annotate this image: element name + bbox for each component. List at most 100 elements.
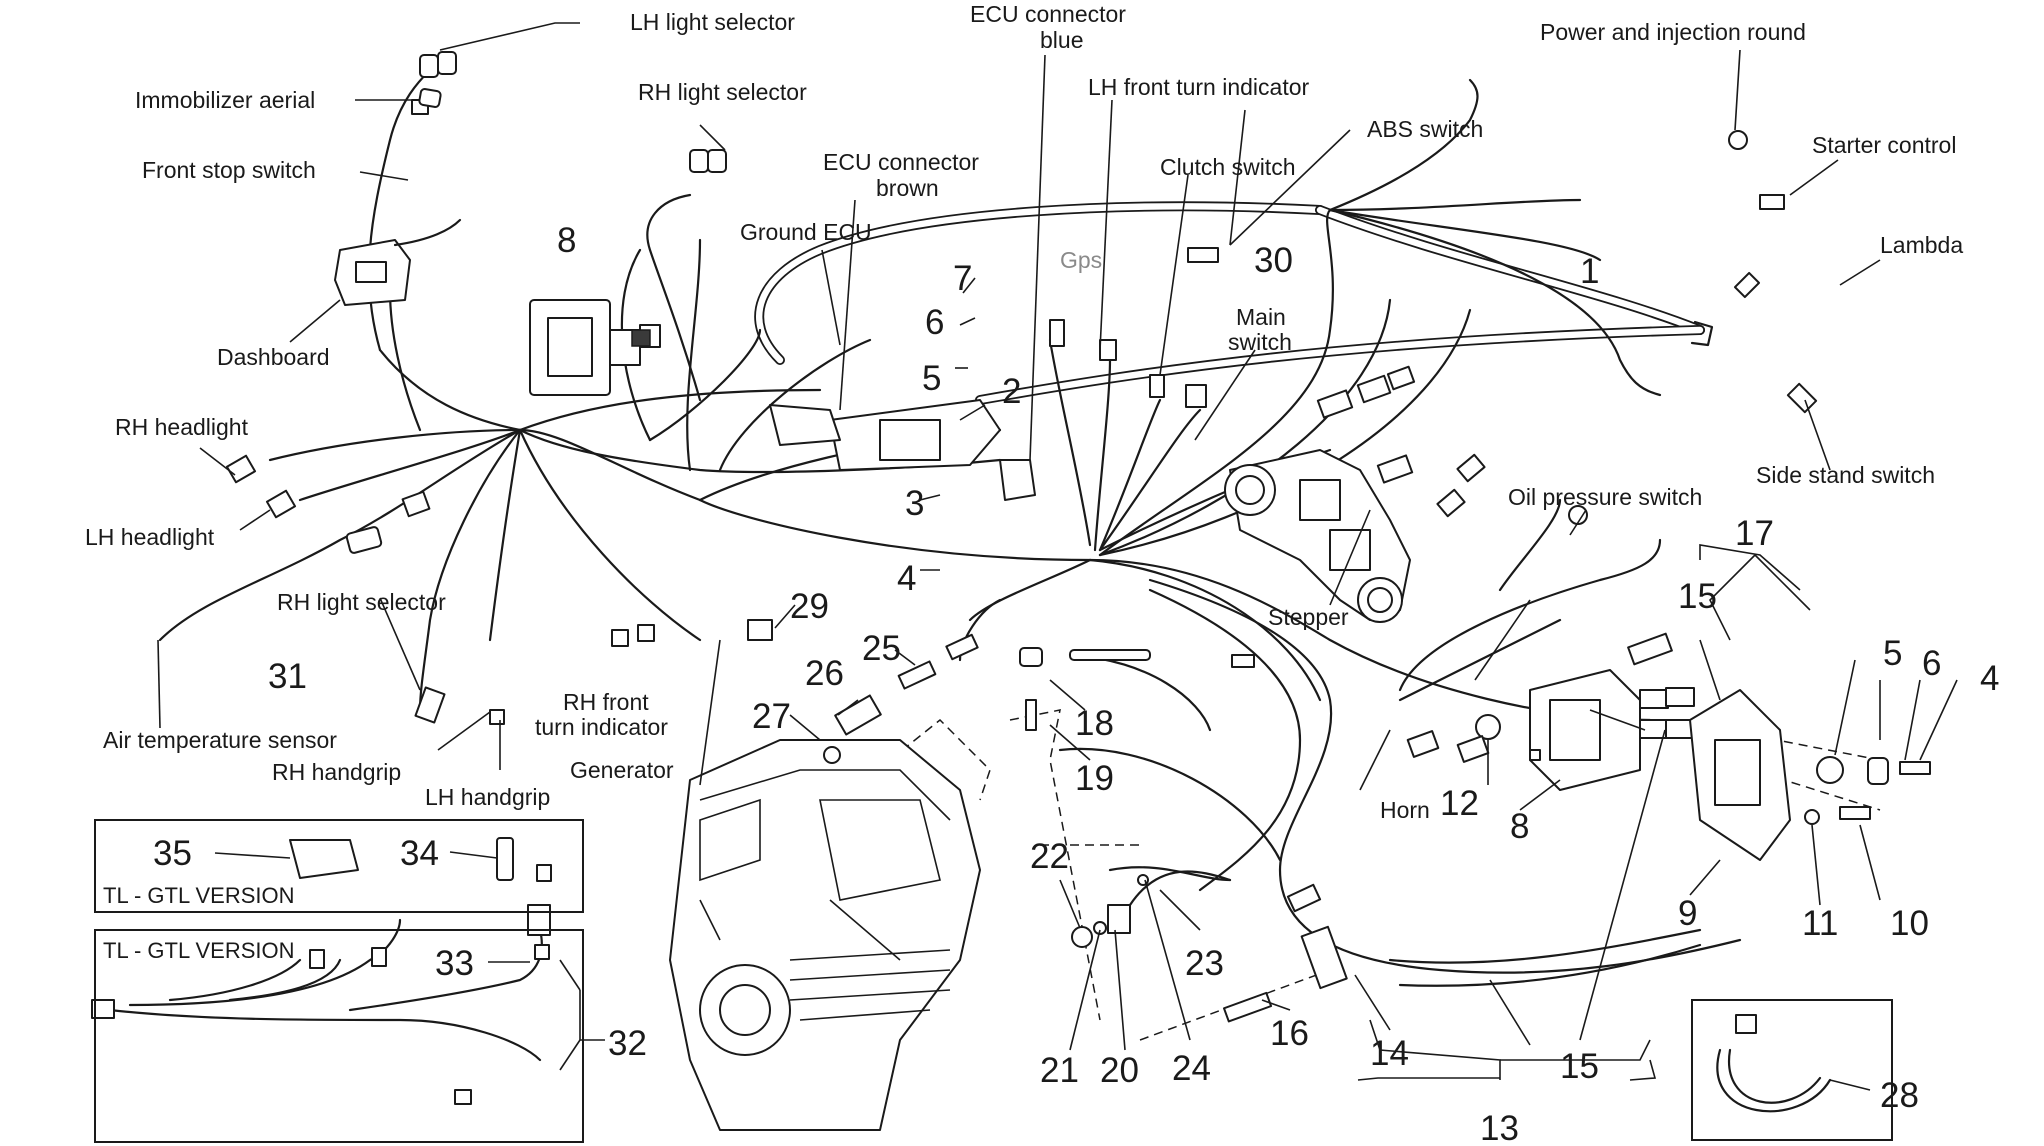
- label-ecu-connector-blue-2: blue: [1040, 27, 1083, 53]
- number-4b: 4: [1980, 659, 1999, 698]
- label-stepper: Stepper: [1268, 604, 1349, 630]
- number-12: 12: [1440, 784, 1479, 823]
- label-rh-light-selector-top: RH light selector: [638, 79, 807, 105]
- spark-plug-cap: [1019, 647, 1151, 731]
- label-ecu-connector-brown-1: ECU connector: [823, 149, 979, 175]
- number-32: 32: [608, 1024, 647, 1063]
- label-rh-headlight: RH headlight: [115, 414, 249, 440]
- throttle-body: [1224, 449, 1411, 623]
- label-generator: Generator: [570, 757, 674, 783]
- inset-fastener-parts: [289, 837, 514, 881]
- label-rh-front-turn-indicator-2: turn indicator: [535, 714, 668, 740]
- number-14: 14: [1370, 1034, 1409, 1073]
- label-rh-handgrip: RH handgrip: [272, 759, 401, 785]
- inset-title-1: TL - GTL VERSION: [103, 883, 295, 908]
- mounting-plate: [1689, 689, 1791, 861]
- number-7: 7: [953, 259, 972, 298]
- number-1: 1: [1580, 252, 1599, 291]
- label-lh-headlight: LH headlight: [85, 524, 215, 550]
- label-starter-control: Starter control: [1812, 132, 1956, 158]
- number-15a: 15: [1678, 577, 1717, 616]
- number-6b: 6: [1922, 644, 1941, 683]
- sensor-16: [1222, 925, 1348, 1023]
- number-15b: 15: [1560, 1047, 1599, 1086]
- label-gps: Gps: [1060, 247, 1102, 273]
- inset-harness-parts: [91, 864, 552, 1105]
- number-22: 22: [1030, 837, 1069, 876]
- leader-lines: [157, 22, 1958, 1091]
- label-lh-light-selector-top: LH light selector: [630, 9, 795, 35]
- number-20: 20: [1100, 1051, 1139, 1090]
- bracket-13: [1357, 1077, 1500, 1081]
- number-2: 2: [1002, 372, 1021, 411]
- number-25: 25: [862, 629, 901, 668]
- label-lambda: Lambda: [1880, 232, 1963, 258]
- bracket-17: [1699, 544, 1801, 591]
- label-lh-front-turn-indicator: LH front turn indicator: [1088, 74, 1310, 100]
- label-main-switch-2: switch: [1228, 329, 1292, 355]
- number-8a: 8: [557, 221, 576, 260]
- number-35: 35: [153, 834, 192, 873]
- parts: [91, 51, 1931, 1131]
- number-30: 30: [1254, 241, 1293, 280]
- label-clutch-switch: Clutch switch: [1160, 154, 1295, 180]
- number-31: 31: [268, 657, 307, 696]
- label-abs-switch: ABS switch: [1367, 116, 1483, 142]
- number-34: 34: [400, 834, 439, 873]
- fasteners-right: [1475, 714, 1931, 825]
- ecu-connector-pair: [769, 399, 1036, 501]
- sensor-22: [1071, 870, 1232, 948]
- inset-title-2: TL - GTL VERSION: [103, 938, 295, 963]
- number-10: 10: [1890, 904, 1929, 943]
- label-air-temperature-sensor: Air temperature sensor: [103, 727, 337, 753]
- ignition-coil: [1529, 669, 1695, 791]
- label-lh-handgrip: LH handgrip: [425, 784, 550, 810]
- number-21: 21: [1040, 1051, 1079, 1090]
- number-27: 27: [752, 697, 791, 736]
- inset-box-clamp: [1691, 999, 1893, 1141]
- label-dashboard: Dashboard: [217, 344, 330, 370]
- label-main-switch-1: Main: [1236, 304, 1286, 330]
- number-13: 13: [1480, 1109, 1519, 1146]
- number-28: 28: [1880, 1076, 1919, 1115]
- number-19: 19: [1075, 759, 1114, 798]
- number-29: 29: [790, 587, 829, 626]
- number-18: 18: [1075, 704, 1114, 743]
- inset-box-tl-gtl-2: [94, 929, 584, 1143]
- clamp-28: [1716, 1014, 1832, 1113]
- label-front-stop-switch: Front stop switch: [142, 157, 316, 183]
- label-ecu-connector-blue-1: ECU connector: [970, 1, 1126, 27]
- label-rh-front-turn-indicator-1: RH front: [563, 689, 649, 715]
- number-8b: 8: [1510, 807, 1529, 846]
- label-horn: Horn: [1380, 797, 1430, 823]
- assembly-dashed-lines: [889, 709, 1881, 1041]
- number-33: 33: [435, 944, 474, 983]
- engine-block: [669, 739, 981, 1131]
- connectors-misc: [225, 51, 1818, 913]
- number-5a: 5: [922, 359, 941, 398]
- number-5b: 5: [1883, 634, 1902, 673]
- number-16: 16: [1270, 1014, 1309, 1053]
- number-23: 23: [1185, 944, 1224, 983]
- part-numbers: 1 2 3 4 4 5 5 6 6 7 8 8 9 10 11 12 13 14…: [153, 221, 1999, 1146]
- number-3: 3: [905, 484, 924, 523]
- dashboard-part: [334, 218, 462, 306]
- number-6a: 6: [925, 303, 944, 342]
- number-9: 9: [1678, 894, 1697, 933]
- text-labels: LH light selector Immobilizer aerial RH …: [85, 1, 1963, 823]
- number-17: 17: [1735, 514, 1774, 553]
- number-4a: 4: [897, 559, 916, 598]
- inset-box-tl-gtl-1: [94, 819, 584, 913]
- label-immobilizer-aerial: Immobilizer aerial: [135, 87, 315, 113]
- label-rh-light-selector-left: RH light selector: [277, 589, 446, 615]
- bracket-13-right: [1629, 1059, 1657, 1081]
- sensor-26: [823, 633, 979, 764]
- label-ecu-connector-brown-2: brown: [876, 175, 939, 201]
- label-side-stand-switch: Side stand switch: [1756, 462, 1935, 488]
- label-ground-ecu: Ground ECU: [740, 219, 872, 245]
- label-power-and-injection-round: Power and injection round: [1540, 19, 1806, 45]
- number-24: 24: [1172, 1049, 1211, 1088]
- label-oil-pressure-switch: Oil pressure switch: [1508, 484, 1702, 510]
- number-11: 11: [1802, 904, 1838, 943]
